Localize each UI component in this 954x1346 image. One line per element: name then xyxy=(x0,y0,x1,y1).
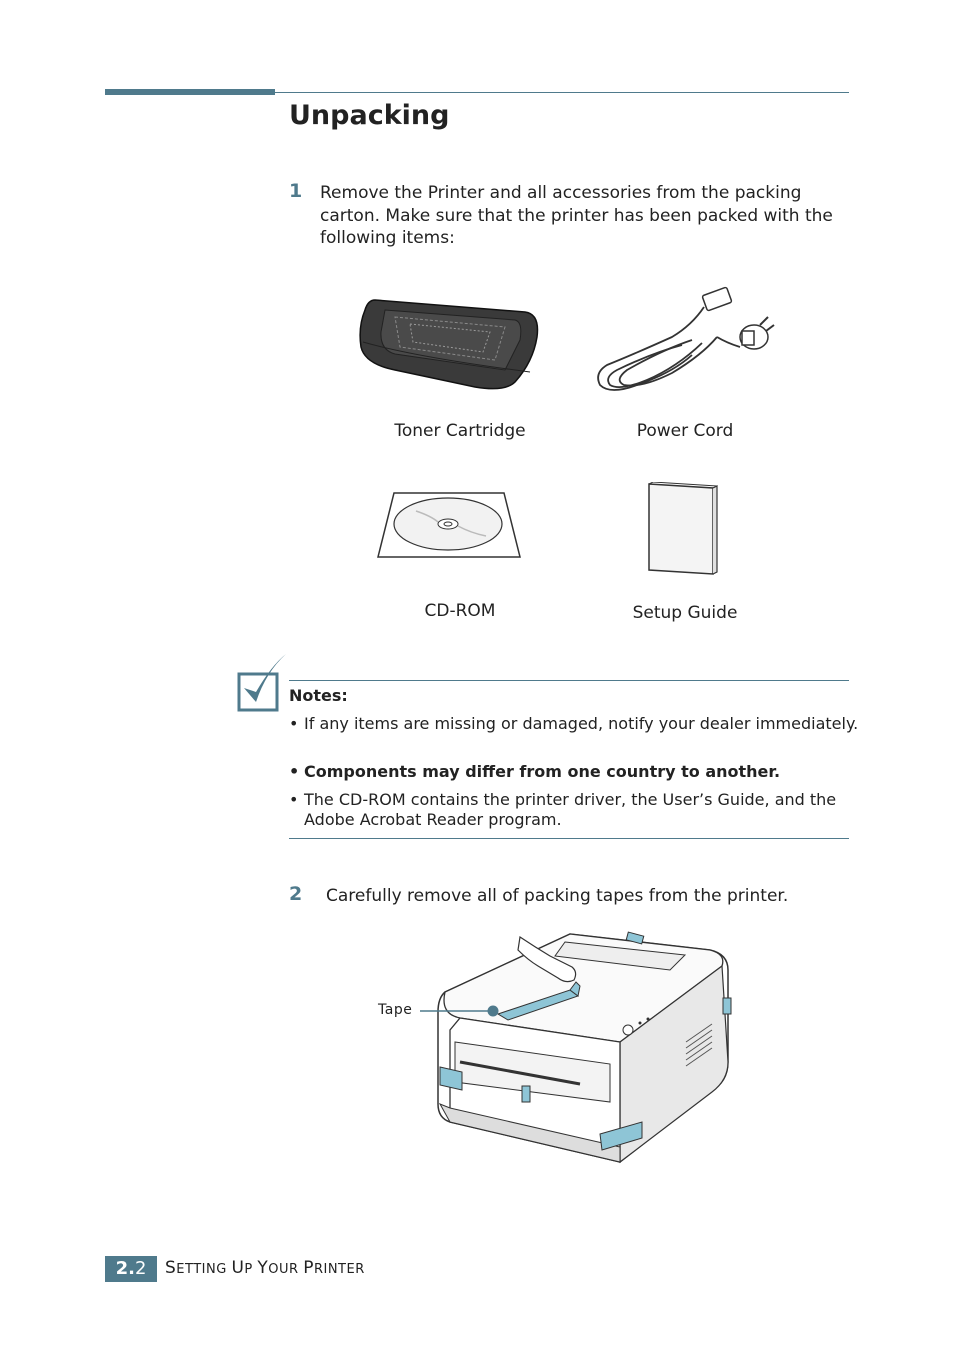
notes-top-rule xyxy=(289,680,849,681)
page-number-badge: 2.2 xyxy=(105,1256,157,1282)
chapter-cap: Y xyxy=(257,1258,269,1278)
note-text: If any items are missing or damaged, not… xyxy=(304,714,859,733)
step-1-number: 1 xyxy=(289,180,303,202)
bullet: • xyxy=(289,790,299,809)
step-1-line: Remove the Printer and all accessories f… xyxy=(320,183,802,203)
toner-cartridge-icon xyxy=(359,299,539,390)
chapter-cap: S xyxy=(165,1258,177,1278)
item-label-setup-guide: Setup Guide xyxy=(632,603,738,623)
note-item: • The CD-ROM contains the printer driver… xyxy=(289,790,864,830)
chapter-cap: U xyxy=(231,1258,245,1278)
item-label-power-cord: Power Cord xyxy=(636,421,734,441)
step-1-line: carton. Make sure that the printer has b… xyxy=(320,205,833,226)
note-text: The CD-ROM contains the printer driver, … xyxy=(304,790,837,829)
page-number-minor: 2 xyxy=(134,1258,147,1279)
page-title: Unpacking xyxy=(289,100,450,131)
header-rule-thick xyxy=(105,89,275,95)
bullet: • xyxy=(289,714,299,733)
note-item: • If any items are missing or damaged, n… xyxy=(289,714,864,734)
notes-title: Notes: xyxy=(289,686,348,705)
checkmark-note-icon xyxy=(237,654,286,712)
chapter-rest: RINTER xyxy=(313,1262,365,1277)
cd-rom-icon xyxy=(377,492,521,558)
step-1-text: Remove the Printer and all accessories f… xyxy=(320,182,833,250)
chapter-rest: P xyxy=(244,1262,258,1277)
setup-guide-icon xyxy=(648,482,718,575)
page-number-major: 2. xyxy=(115,1258,135,1279)
step-2-number: 2 xyxy=(289,883,303,905)
tape-callout-pointer xyxy=(420,1005,499,1017)
step-2-text: Carefully remove all of packing tapes fr… xyxy=(326,886,789,906)
printer-with-tape-icon xyxy=(437,931,732,1164)
header-rule-thin xyxy=(275,92,849,93)
chapter-rest: OUR xyxy=(268,1262,304,1277)
chapter-rest: ETTING xyxy=(176,1262,232,1277)
note-item: • Components may differ from one country… xyxy=(289,762,864,782)
step-1-line: following items: xyxy=(320,228,455,248)
chapter-title: SETTING UP YOUR PRINTER xyxy=(165,1258,365,1278)
item-label-toner-cartridge: Toner Cartridge xyxy=(394,421,526,441)
chapter-cap: P xyxy=(303,1258,314,1278)
power-cord-icon xyxy=(597,286,775,391)
bullet: • xyxy=(289,762,300,781)
notes-bottom-rule xyxy=(289,838,849,839)
tape-callout-label: Tape xyxy=(378,1002,413,1018)
item-label-cd-rom: CD-ROM xyxy=(424,601,496,621)
note-text: Components may differ from one country t… xyxy=(304,762,781,781)
